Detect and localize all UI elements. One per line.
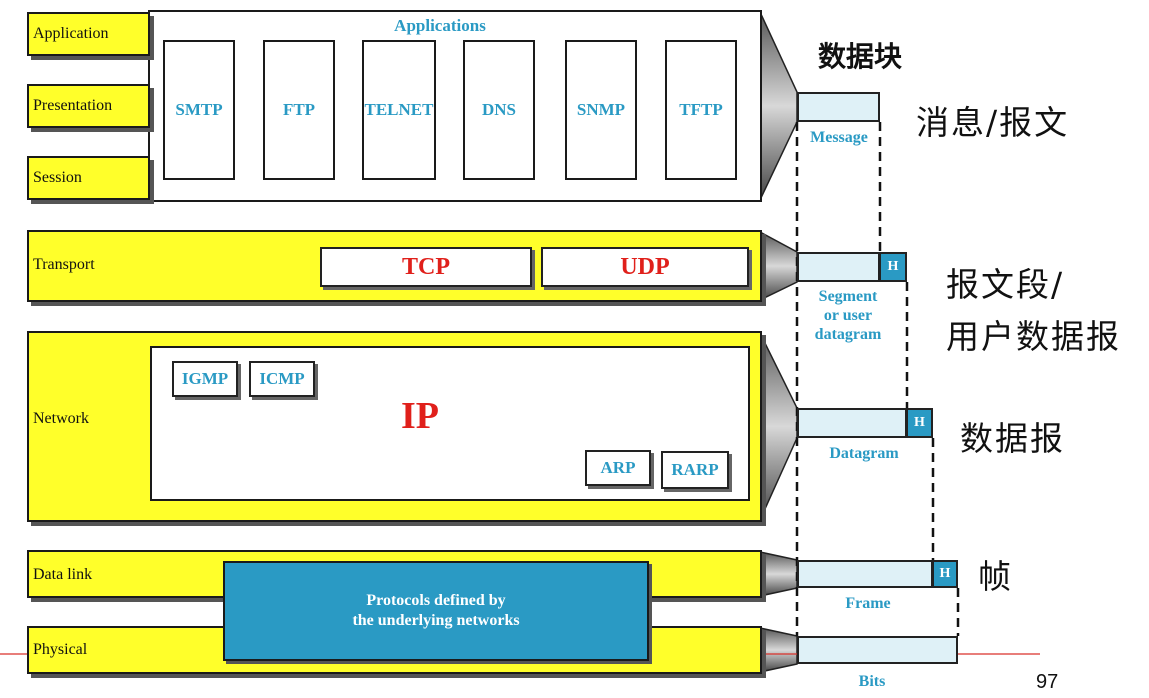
- layer-network-label: Network: [33, 410, 89, 427]
- protocol-telnet: TELNET: [362, 40, 436, 180]
- encapsulation-guides: [795, 122, 960, 636]
- page-number: 97: [1036, 671, 1059, 693]
- protocol-snmp: SNMP: [565, 40, 637, 180]
- protocol-ip: IP: [401, 395, 439, 437]
- pdu-bits-label: Bits: [858, 673, 886, 690]
- pdu-bits: [797, 636, 958, 664]
- pdu-message: [797, 92, 880, 122]
- cn-datagram: 数据报: [960, 419, 1065, 458]
- underlying-networks-line1: Protocols defined by: [366, 592, 506, 609]
- pdu-segment: [797, 252, 880, 282]
- funnel-network: [759, 332, 798, 521]
- protocol-smtp: SMTP: [163, 40, 235, 180]
- layer-data-link-label: Data link: [33, 566, 93, 583]
- applications-title: Applications: [394, 16, 486, 35]
- pdu-datagram-label: Datagram: [829, 445, 899, 462]
- layer-presentation-label: Presentation: [33, 97, 113, 114]
- pdu-frame-header: H: [932, 560, 958, 588]
- funnel-application: [759, 11, 798, 201]
- protocol-icmp: ICMP: [249, 361, 315, 397]
- applications-panel: [148, 10, 762, 202]
- protocol-udp: UDP: [541, 247, 749, 287]
- pdu-datagram: [797, 408, 907, 438]
- pdu-frame-label: Frame: [845, 595, 891, 612]
- funnel-datalink: [759, 551, 798, 597]
- pdu-segment-label-line3: datagram: [814, 326, 882, 343]
- underlying-networks-box: Protocols defined by the underlying netw…: [223, 561, 649, 661]
- protocol-dns: DNS: [463, 40, 535, 180]
- layer-session: Session: [27, 156, 150, 200]
- layer-physical-label: Physical: [33, 641, 88, 658]
- protocol-igmp: IGMP: [172, 361, 238, 397]
- protocol-ftp: FTP: [263, 40, 335, 180]
- pdu-message-label: Message: [810, 129, 868, 146]
- pdu-segment-label: Segment or user datagram: [794, 287, 902, 344]
- underlying-networks-line2: the underlying networks: [352, 612, 520, 629]
- pdu-datagram-header: H: [906, 408, 933, 438]
- protocol-arp: ARP: [585, 450, 651, 486]
- protocol-tftp: TFTP: [665, 40, 737, 180]
- layer-transport-label: Transport: [33, 256, 95, 273]
- funnel-physical: [759, 627, 798, 673]
- protocol-rarp: RARP: [661, 451, 729, 489]
- cn-frame: 帧: [978, 557, 1013, 596]
- pdu-segment-label-line2: or user: [823, 307, 873, 324]
- layer-presentation: Presentation: [27, 84, 150, 128]
- pdu-segment-header: H: [879, 252, 907, 282]
- layer-application-label: Application: [33, 25, 109, 42]
- cn-segment-line1: 报文段/: [946, 265, 1065, 304]
- pdu-frame: [797, 560, 933, 588]
- protocol-tcp: TCP: [320, 247, 532, 287]
- cn-segment-line2: 用户数据报: [946, 317, 1121, 356]
- layer-application: Application: [27, 12, 150, 56]
- cn-message: 消息/报文: [916, 103, 1070, 142]
- layer-session-label: Session: [33, 169, 82, 186]
- pdu-segment-label-line1: Segment: [818, 288, 878, 305]
- cn-data-block: 数据块: [818, 40, 903, 73]
- funnel-transport: [759, 230, 798, 302]
